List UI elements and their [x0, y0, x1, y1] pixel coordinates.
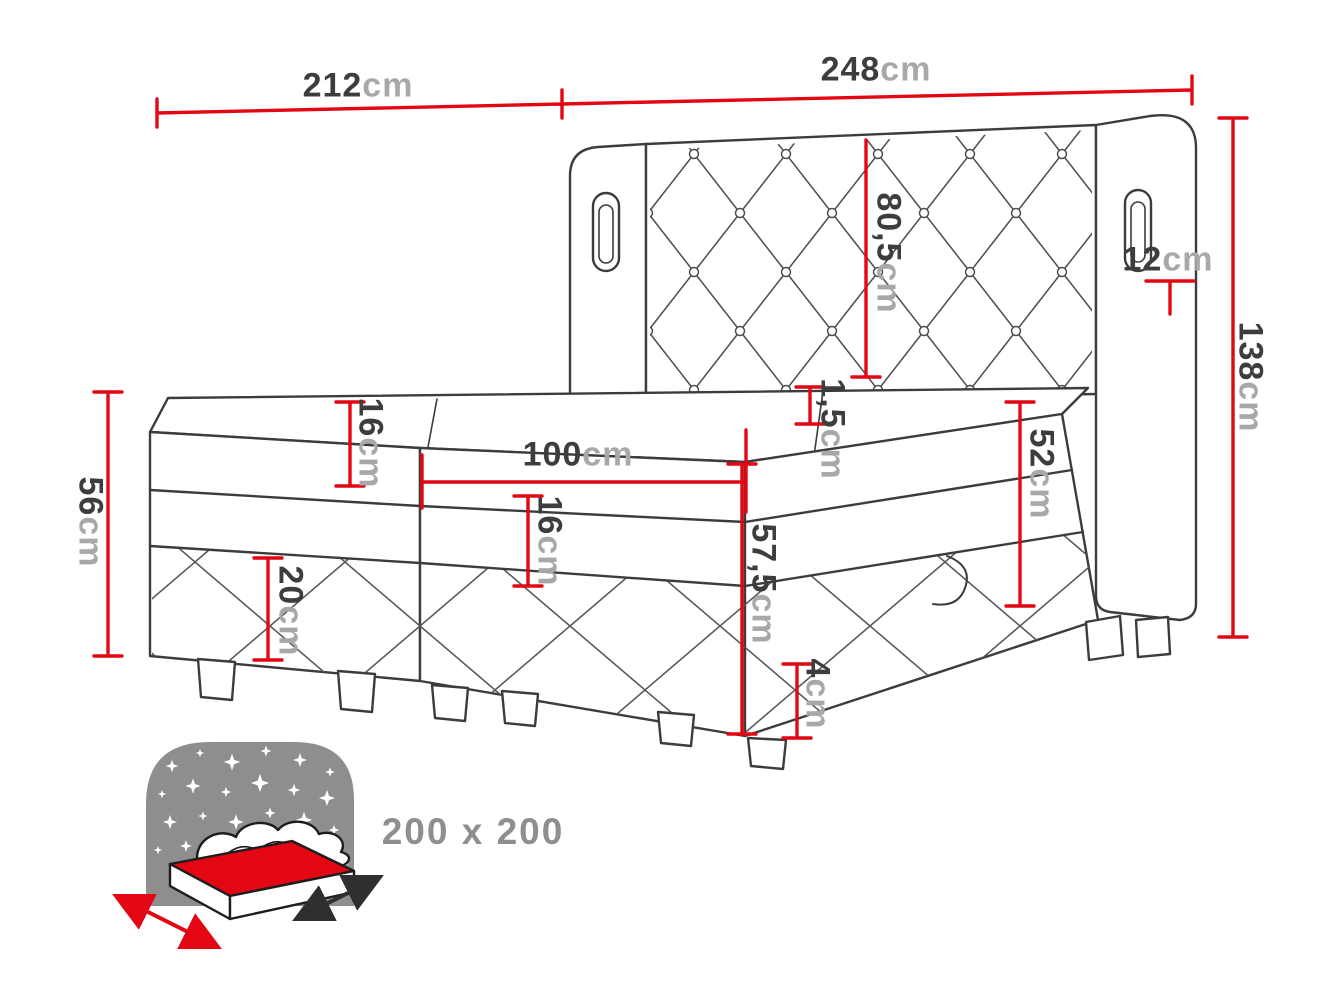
dim-value: 4: [798, 658, 837, 679]
dim-value: 12: [1122, 240, 1163, 279]
icon-arrow-width: [112, 894, 222, 949]
dim-line-20: [252, 556, 284, 662]
dim-line-1-5: [794, 385, 826, 426]
dim-line-56: [92, 390, 124, 658]
size-icon: [112, 742, 384, 949]
dim-label-52: 52cm: [1022, 429, 1061, 520]
dim-value: 100: [522, 435, 583, 474]
dim-line-80-5: [850, 138, 882, 379]
dim-label-16-top: 16cm: [351, 398, 390, 489]
dim-value: 52: [1022, 428, 1061, 469]
dim-label-12: 12cm: [1123, 241, 1214, 280]
dim-line-248: [560, 74, 1194, 106]
dim-line-12: [1144, 279, 1196, 316]
dim-unit: cm: [530, 535, 569, 587]
dim-label-4: 4cm: [798, 658, 837, 729]
dim-unit: cm: [813, 428, 852, 480]
dimension-lines: [92, 74, 1249, 740]
headboard: [568, 123, 1098, 406]
icon-arrow-depth: [292, 875, 384, 921]
dim-line-16-top: [334, 400, 366, 488]
bed-feet: [196, 614, 1125, 771]
dim-unit: cm: [1162, 240, 1214, 279]
dim-value: 56: [71, 476, 110, 517]
dim-unit: cm: [798, 678, 837, 730]
dim-line-57-5: [726, 462, 758, 736]
dim-label-212: 212cm: [303, 67, 414, 106]
dim-unit: cm: [362, 66, 414, 105]
dim-label-100: 100cm: [523, 436, 634, 475]
handle-detail: [932, 555, 968, 606]
dim-value: 1,5: [813, 378, 852, 429]
dim-value: 20: [271, 565, 310, 606]
dim-label-56: 56cm: [71, 477, 110, 568]
dim-value: 248: [820, 50, 881, 89]
dim-unit: cm: [1022, 468, 1061, 520]
dim-label-138: 138cm: [1231, 322, 1270, 433]
dim-unit: cm: [1231, 381, 1270, 433]
wing-foot: [1134, 615, 1172, 659]
reading-light-right-icon: [1123, 188, 1153, 273]
layer-line-base: [148, 530, 1085, 588]
headboard-tufting: [650, 130, 1092, 398]
dim-unit: cm: [869, 262, 908, 314]
dim-line-4: [781, 662, 813, 740]
dim-unit: cm: [71, 516, 110, 568]
dim-label-57-5: 57,5cm: [744, 523, 783, 644]
dim-value: 80,5: [869, 192, 908, 263]
dim-label-16-front: 16cm: [530, 496, 569, 587]
dim-label-1-5: 1,5cm: [813, 378, 852, 479]
right-wing-panel: [1094, 114, 1198, 622]
headboard-left-wing: [568, 142, 648, 406]
dim-value: 138: [1231, 321, 1270, 382]
dim-line-16-front: [512, 494, 544, 588]
dim-label-20: 20cm: [271, 566, 310, 657]
dim-line-100: [420, 428, 748, 514]
dim-value: 16: [351, 397, 390, 438]
dim-unit: cm: [582, 435, 634, 474]
dim-label-80-5: 80,5cm: [869, 192, 908, 313]
dim-unit: cm: [880, 50, 932, 89]
dim-line-52: [1004, 400, 1036, 608]
layer-line-mattress: [148, 468, 1074, 524]
dim-label-248: 248cm: [821, 51, 932, 90]
headboard-right-wing: [1094, 114, 1198, 659]
dim-value: 212: [302, 66, 363, 105]
dim-value: 57,5: [744, 523, 783, 594]
dim-unit: cm: [744, 593, 783, 645]
reading-light-left-icon: [591, 191, 621, 273]
dim-unit: cm: [351, 437, 390, 489]
dim-line-138: [1217, 116, 1249, 639]
dim-value: 16: [530, 495, 569, 536]
dim-unit: cm: [271, 605, 310, 657]
size-caption: 200 x 200: [381, 811, 565, 852]
